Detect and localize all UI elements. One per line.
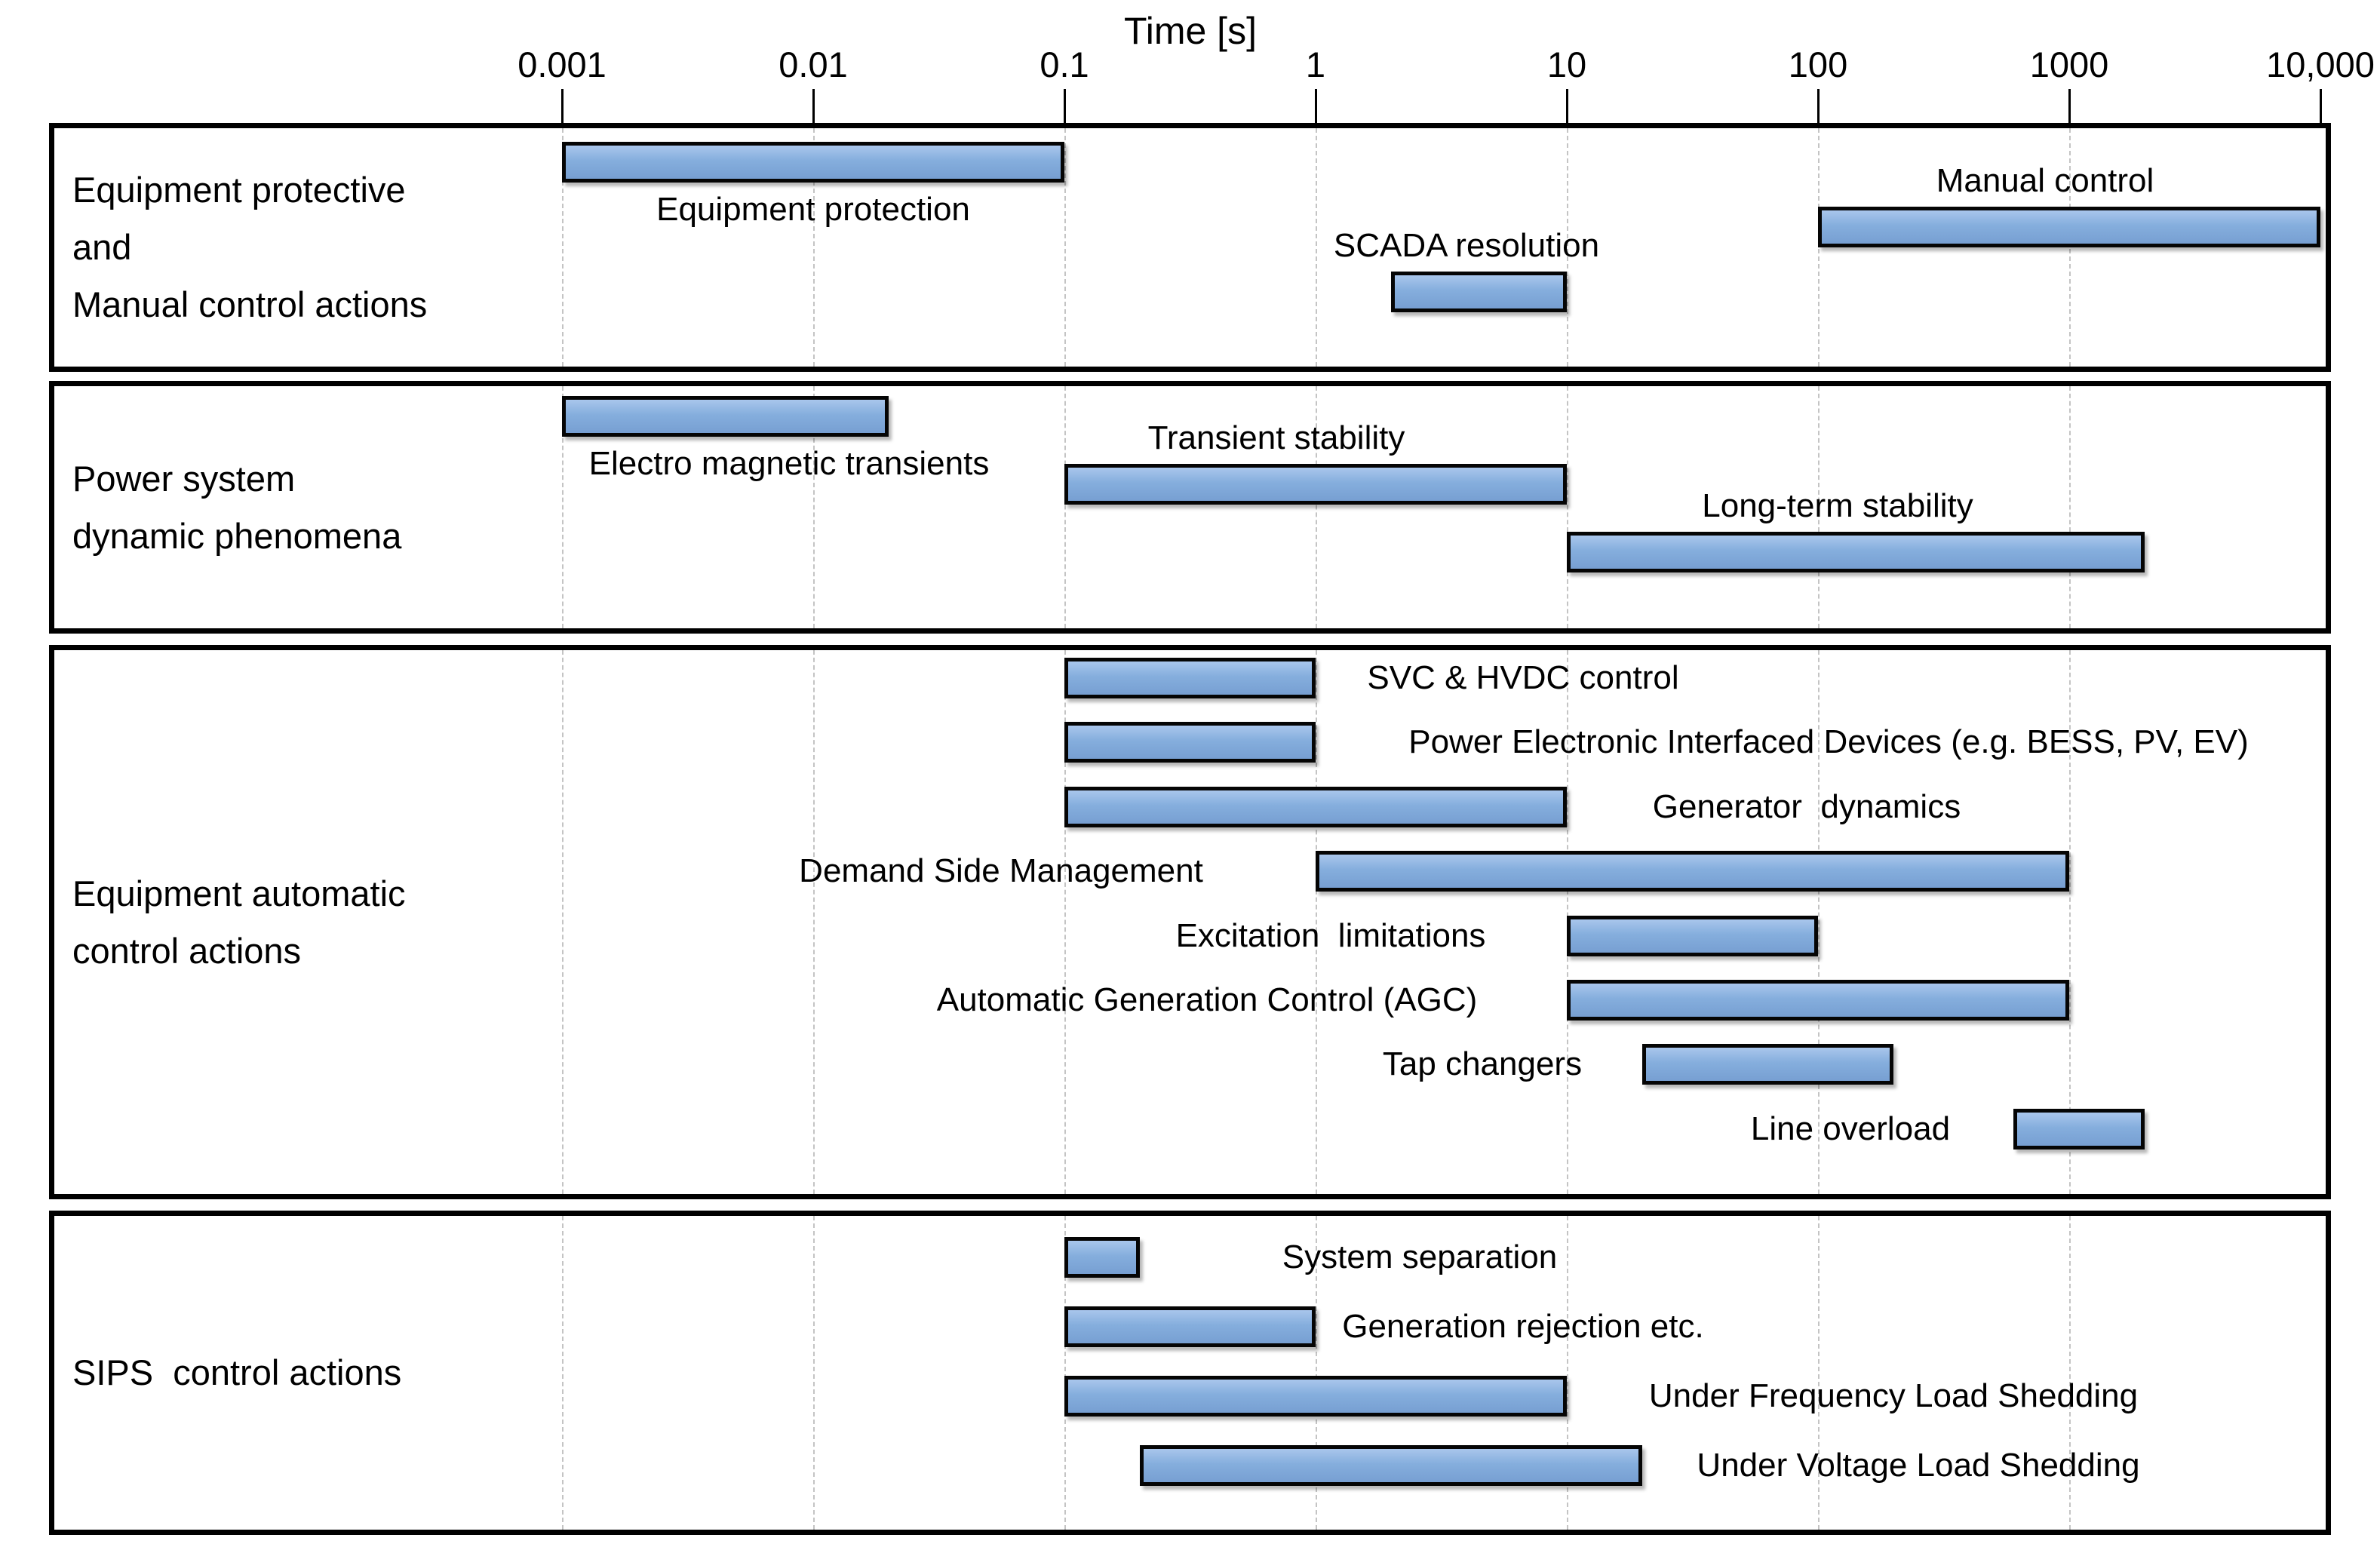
bar-label-system-separation: System separation	[1282, 1239, 1558, 1275]
gridline-1	[1316, 1216, 1317, 1530]
gridline-10	[1567, 128, 1568, 367]
bar-tap-changers	[1642, 1044, 1893, 1085]
gridline-1	[1316, 650, 1317, 1194]
tick-mark-10	[1566, 89, 1568, 123]
bar-under-frequency-load-shedding	[1064, 1376, 1567, 1417]
gridline-0.01	[813, 128, 815, 367]
bar-system-separation	[1064, 1237, 1140, 1278]
tick-label-0.1: 0.1	[1040, 45, 1089, 84]
gridline-0.1	[1064, 386, 1066, 628]
tick-mark-1	[1315, 89, 1317, 123]
bar-label-electro-magnetic-transients: Electro magnetic transients	[588, 445, 990, 482]
bar-equipment-protection	[562, 142, 1064, 183]
tick-label-0.001: 0.001	[517, 45, 607, 84]
tick-mark-0.1	[1064, 89, 1066, 123]
tick-mark-100	[1817, 89, 1820, 123]
bar-label-generation-rejection: Generation rejection etc.	[1342, 1308, 1704, 1345]
gridline-0.001	[562, 386, 564, 628]
gridline-1	[1316, 128, 1317, 367]
bar-label-under-voltage-load-shedding: Under Voltage Load Shedding	[1697, 1447, 2140, 1484]
gridline-1000	[2069, 1216, 2071, 1530]
gridline-0.001	[562, 1216, 564, 1530]
gridline-1000	[2069, 650, 2071, 1194]
category-label-power-system-dynamic-phenomena: Power system dynamic phenomena	[72, 458, 402, 556]
bar-label-manual-control: Manual control	[1936, 162, 2154, 199]
tick-label-10,000: 10,000	[2266, 45, 2375, 84]
axis-title: Time [s]	[1124, 10, 1257, 52]
gridline-0.1	[1064, 1216, 1066, 1530]
bar-svc-hvdc-control	[1064, 658, 1316, 698]
bar-label-long-term-stability: Long-term stability	[1702, 487, 1973, 524]
bar-long-term-stability	[1567, 532, 2145, 572]
tick-mark-0.01	[812, 89, 815, 123]
gridline-0.1	[1064, 128, 1066, 367]
bar-label-line-overload: Line overload	[1750, 1110, 1951, 1147]
bar-label-automatic-generation-control: Automatic Generation Control (AGC)	[936, 981, 1478, 1018]
bar-line-overload	[2013, 1109, 2145, 1150]
tick-mark-0.001	[561, 89, 564, 123]
bar-under-voltage-load-shedding	[1140, 1445, 1642, 1486]
bar-power-electronic-interfaced-devices	[1064, 722, 1316, 763]
tick-label-1: 1	[1305, 45, 1326, 84]
bar-label-under-frequency-load-shedding: Under Frequency Load Shedding	[1648, 1377, 2139, 1414]
category-label-equipment-automatic-control-actions: Equipment automatic control actions	[72, 873, 406, 971]
gridline-0.01	[813, 386, 815, 628]
gridline-10	[1567, 1216, 1568, 1530]
bar-excitation-limitations	[1567, 916, 1818, 956]
bar-label-power-electronic-interfaced-devices: Power Electronic Interfaced Devices (e.g…	[1408, 723, 2249, 760]
panel-power-system-dynamic-phenomena: Power system dynamic phenomena Electro ma…	[49, 381, 2331, 634]
gridline-0.01	[813, 650, 815, 1194]
category-label-equipment-protective-and-manual-control-actions: Equipment protective and Manual control …	[72, 170, 428, 324]
tick-label-100: 100	[1788, 45, 1848, 84]
gridline-100	[1818, 650, 1820, 1194]
panel-equipment-protective-and-manual-control-actions: Equipment protective and Manual control …	[49, 123, 2331, 372]
tick-label-0.01: 0.01	[778, 45, 848, 84]
gridline-100	[1818, 1216, 1820, 1530]
tick-label-1000: 1000	[2029, 45, 2109, 84]
bar-transient-stability	[1064, 464, 1567, 505]
tick-label-10: 10	[1546, 45, 1587, 84]
bar-label-scada-resolution: SCADA resolution	[1333, 227, 1600, 264]
tick-mark-10,000	[2320, 89, 2322, 123]
bar-electro-magnetic-transients	[562, 396, 889, 437]
gridline-10	[1567, 386, 1568, 628]
bar-label-transient-stability: Transient stability	[1147, 419, 1405, 456]
gridline-100	[1818, 128, 1820, 367]
bar-label-demand-side-management: Demand Side Management	[799, 852, 1203, 889]
tick-mark-1000	[2068, 89, 2071, 123]
gridline-0.001	[562, 650, 564, 1194]
bar-manual-control	[1818, 207, 2320, 247]
bar-label-equipment-protection: Equipment protection	[656, 191, 970, 228]
gridline-0.01	[813, 1216, 815, 1530]
gridline-1000	[2069, 386, 2071, 628]
panel-equipment-automatic-control-actions: Equipment automatic control actions SVC &…	[49, 645, 2331, 1199]
bar-label-generator-dynamics: Generator dynamics	[1652, 788, 1961, 825]
bar-automatic-generation-control	[1567, 980, 2069, 1021]
bar-scada-resolution	[1391, 272, 1567, 312]
bar-generation-rejection	[1064, 1306, 1316, 1347]
gridline-1	[1316, 386, 1317, 628]
gridline-0.001	[562, 128, 564, 367]
gridline-1000	[2069, 128, 2071, 367]
bar-label-svc-hvdc-control: SVC & HVDC control	[1367, 659, 1679, 696]
bar-generator-dynamics	[1064, 787, 1567, 827]
gridline-100	[1818, 386, 1820, 628]
bar-label-tap-changers: Tap changers	[1382, 1045, 1583, 1082]
bar-demand-side-management	[1316, 851, 2069, 892]
gridline-0.1	[1064, 650, 1066, 1194]
bar-label-excitation-limitations: Excitation limitations	[1175, 917, 1486, 954]
category-label-sips-control-actions: SIPS control actions	[72, 1352, 402, 1392]
